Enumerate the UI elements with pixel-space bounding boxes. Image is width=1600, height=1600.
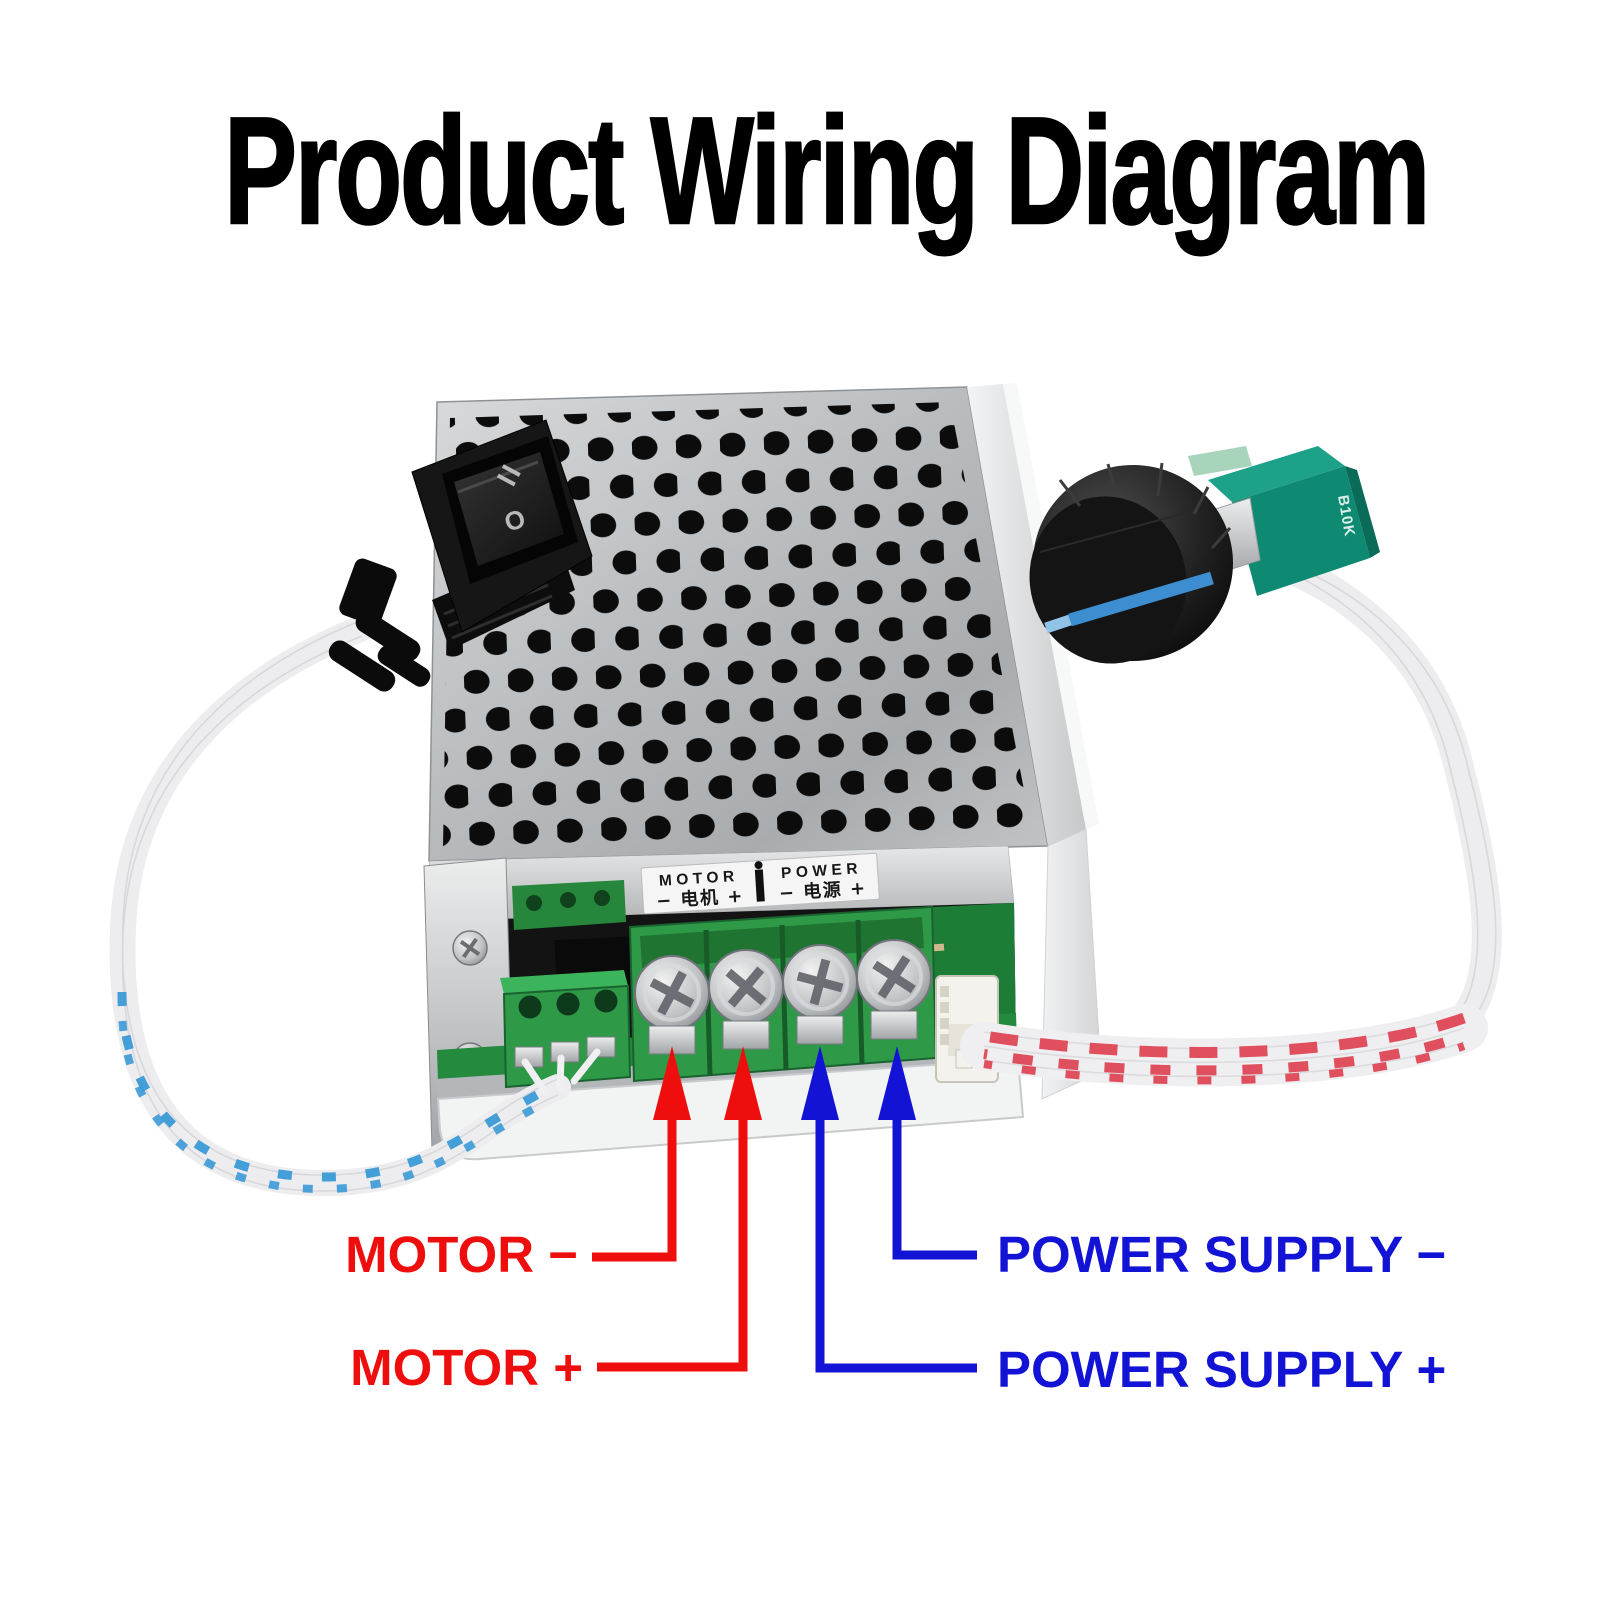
knob-indicator-stripe <box>1068 571 1214 627</box>
motor-plus-label: MOTOR + <box>350 1339 583 1396</box>
power-plus-annotation: POWER SUPPLY + <box>801 1046 1446 1398</box>
wiring-annotations: MOTOR − MOTOR + POWER SUPPLY + POWER SUP… <box>345 1046 1446 1398</box>
motor-minus-label: MOTOR − <box>345 1226 578 1283</box>
motor-minus-arrow <box>653 1046 691 1120</box>
terminal-clamps <box>648 1010 918 1055</box>
switch-cable <box>109 615 601 1197</box>
case-right-flange <box>967 384 1086 846</box>
rocker-cap <box>454 452 564 566</box>
power-plus-arrow <box>801 1046 839 1120</box>
motor-plus-arrow <box>724 1046 762 1120</box>
motor-plus-annotation: MOTOR + <box>350 1046 762 1396</box>
pot-body <box>1232 466 1370 596</box>
controller-device <box>423 383 1102 1161</box>
main-terminal-block <box>628 905 938 1083</box>
plate-motor-heading: MOTOR <box>658 868 739 890</box>
terminal-label-plate: MOTOR POWER − 电机 + − 电源 + <box>640 852 880 915</box>
rocker-switch: II O <box>328 419 593 692</box>
cable-red-stripes <box>983 1012 1466 1085</box>
plate-power-heading: POWER <box>781 860 863 882</box>
power-minus-arrow <box>878 1046 916 1120</box>
power-plus-label: POWER SUPPLY + <box>997 1341 1446 1398</box>
potentiometer-cable <box>960 541 1502 1087</box>
aux-terminal-block <box>500 970 632 1089</box>
power-minus-annotation: POWER SUPPLY − <box>878 1046 1446 1283</box>
separator-bar-icon <box>754 861 765 902</box>
perforated-top-cover <box>428 383 1102 1100</box>
motor-minus-annotation: MOTOR − <box>345 1046 691 1283</box>
potentiometer: B10K <box>1029 446 1380 664</box>
bracket-screw-top <box>452 930 488 966</box>
switch-wire-stubs <box>328 558 431 692</box>
power-minus-label: POWER SUPPLY − <box>997 1226 1446 1283</box>
page-title: Product Wiring Diagram <box>223 85 1431 258</box>
